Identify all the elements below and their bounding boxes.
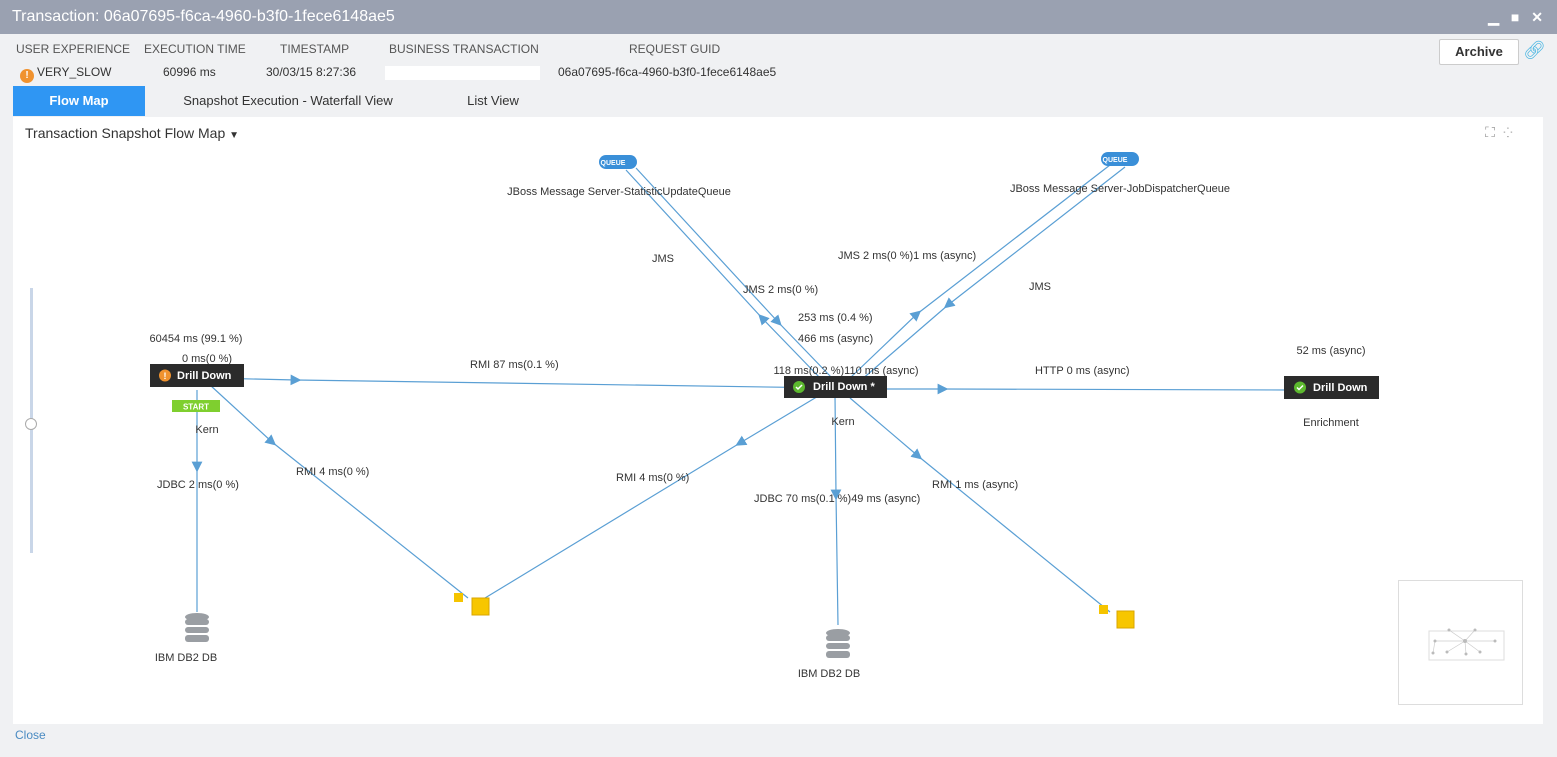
node-time-label: 52 ms (async) — [1296, 345, 1365, 357]
tier-label: Enrichment — [1303, 417, 1359, 429]
queue-badge: QUEUE — [601, 160, 626, 167]
node-self-time-label: 0 ms(0 %) — [182, 353, 232, 365]
flow-map-title: Transaction Snapshot Flow Map — [25, 125, 226, 141]
edge-queue2-center — [859, 166, 1126, 382]
flow-map-canvas: QUEUE JBoss Message Server-StatisticUpda… — [150, 152, 1379, 680]
maximize-button[interactable]: ■ — [1510, 9, 1524, 25]
drill-down-node-right[interactable]: Drill Down — [1284, 376, 1379, 399]
svg-text:!: ! — [164, 371, 167, 381]
link-icon[interactable]: 🔗︎ — [1523, 40, 1546, 60]
queue-icon — [1101, 152, 1139, 166]
drill-down-label: Drill Down — [177, 370, 232, 382]
edge-center-queue2 — [849, 164, 1111, 379]
drill-down-node-center[interactable]: Drill Down * — [784, 376, 887, 398]
queue-label: JBoss Message Server-JobDispatcherQueue — [1010, 183, 1230, 195]
edge-label: RMI 4 ms(0 %) — [616, 472, 689, 484]
remote-service-icon[interactable] — [1099, 605, 1135, 629]
minimap-preview — [1428, 628, 1505, 661]
user-experience-text: VERY_SLOW — [37, 65, 112, 79]
edge-label: RMI 1 ms (async) — [932, 479, 1018, 491]
edge-label: HTTP 0 ms (async) — [1035, 365, 1130, 377]
node-time-label: 118 ms(0.2 %)110 ms (async) — [773, 365, 918, 377]
tier-label: Kern — [831, 416, 854, 428]
queue-label: JBoss Message Server-StatisticUpdateQueu… — [507, 186, 731, 198]
zoom-slider-handle[interactable] — [25, 418, 37, 430]
database-node-1[interactable]: IBM DB2 DB — [155, 613, 217, 664]
edge-left-center — [209, 374, 836, 389]
edge-center-db — [830, 394, 842, 626]
database-icon — [826, 629, 850, 658]
start-badge — [172, 400, 220, 412]
minimize-button[interactable]: ▁ — [1488, 9, 1504, 25]
redacted-business-transaction — [385, 66, 540, 80]
tab-flow-map[interactable]: Flow Map — [13, 86, 145, 116]
edge-label: JMS — [652, 253, 674, 265]
edge-label: 253 ms (0.4 %) — [798, 312, 873, 324]
edge-label: JDBC 70 ms(0.1 %)49 ms (async) — [754, 493, 920, 505]
header-business-transaction: BUSINESS TRANSACTION — [389, 42, 539, 56]
edge-label: RMI 4 ms(0 %) — [296, 466, 369, 478]
header-request-guid: REQUEST GUID — [629, 42, 721, 56]
edge-center-rmi — [484, 394, 821, 599]
timestamp-value: 30/03/15 8:27:36 — [266, 65, 357, 79]
tab-list-view[interactable]: List View — [467, 93, 519, 108]
edge-center-right — [887, 383, 1291, 395]
database-label: IBM DB2 DB — [155, 652, 217, 664]
header-execution-time: EXECUTION TIME — [144, 42, 246, 56]
archive-button[interactable]: Archive — [1439, 39, 1519, 65]
edge-label: JMS 2 ms(0 %)1 ms (async) — [838, 250, 976, 262]
warning-icon — [159, 369, 171, 382]
edge-left-rmi — [209, 384, 469, 599]
drill-down-label: Drill Down * — [813, 381, 875, 393]
request-guid-value: 06a07695-f6ca-4960-b3f0-1fece6148ae5 — [558, 65, 777, 79]
execution-time-value: 60996 ms — [163, 65, 216, 79]
edge-center-rmi2 — [849, 397, 1111, 613]
tab-waterfall-view[interactable]: Snapshot Execution - Waterfall View — [183, 93, 393, 108]
fullscreen-icon[interactable]: ⛶ — [1485, 124, 1503, 140]
drill-down-node-left[interactable]: ! Drill Down — [150, 364, 244, 387]
queue-node-jobdispatcher[interactable]: QUEUE JBoss Message Server-JobDispatcher… — [1010, 152, 1230, 195]
window-title: Transaction: 06a07695-f6ca-4960-b3f0-1fe… — [12, 8, 395, 25]
edge-label: 466 ms (async) — [798, 333, 873, 345]
database-label: IBM DB2 DB — [798, 668, 860, 680]
close-link[interactable]: Close — [15, 728, 46, 742]
edge-center-queue1 — [625, 169, 823, 381]
queue-node-statistic[interactable]: QUEUE JBoss Message Server-StatisticUpda… — [507, 155, 731, 198]
flow-map-title-dropdown[interactable]: Transaction Snapshot Flow Map ▼ — [25, 125, 239, 141]
edge-label: JDBC 2 ms(0 %) — [157, 479, 239, 491]
edge-label: JMS — [1029, 281, 1051, 293]
tier-label: Kern — [195, 424, 218, 436]
window-titlebar: Transaction: 06a07695-f6ca-4960-b3f0-1fe… — [0, 0, 1557, 34]
node-time-label: 60454 ms (99.1 %) — [150, 333, 243, 345]
edge-queue1-center — [635, 167, 833, 379]
close-button[interactable]: ✕ — [1531, 9, 1547, 25]
start-badge-label: START — [183, 403, 209, 412]
queue-badge: QUEUE — [1103, 157, 1128, 164]
drill-down-label: Drill Down — [1313, 382, 1368, 394]
warning-icon: ! — [20, 69, 34, 83]
database-node-2[interactable]: IBM DB2 DB — [798, 629, 860, 680]
edge-label: RMI 87 ms(0.1 %) — [470, 359, 559, 371]
user-experience-value: !VERY_SLOW — [20, 65, 111, 83]
remote-service-icon[interactable] — [454, 593, 490, 616]
queue-icon — [599, 155, 637, 169]
layout-icon[interactable]: ⁘ — [1502, 124, 1521, 140]
edge-label: JMS 2 ms(0 %) — [743, 284, 818, 296]
header-timestamp: TIMESTAMP — [280, 42, 350, 56]
database-icon — [185, 613, 209, 642]
chevron-down-icon: ▼ — [229, 130, 240, 141]
header-user-experience: USER EXPERIENCE — [16, 42, 131, 56]
minimap[interactable] — [1398, 580, 1523, 705]
